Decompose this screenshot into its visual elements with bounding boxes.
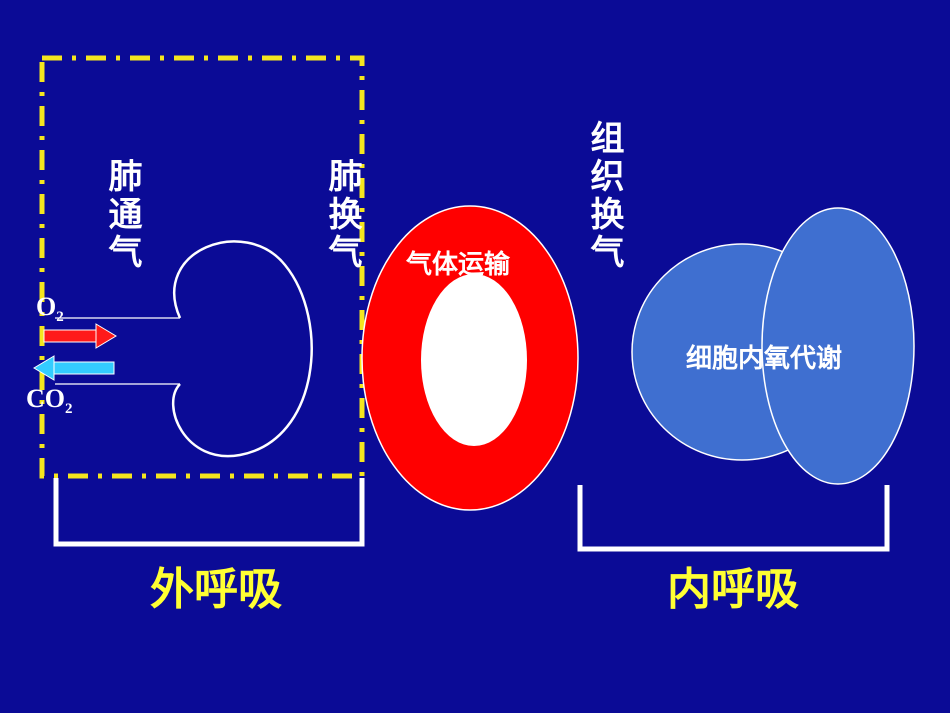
lung-alveolus <box>171 240 313 458</box>
tissue-exchange-label: 组织换气 <box>584 120 624 272</box>
o2-label-sub: 2 <box>56 309 64 326</box>
external-respiration-label: 外呼吸 <box>150 564 282 615</box>
o2-label-main: O <box>36 292 57 321</box>
cell-right <box>761 207 915 485</box>
o2-label: O2 <box>36 292 64 326</box>
co2-label-sub: 2 <box>65 401 73 418</box>
co2-label: CO2 <box>26 384 73 418</box>
gas-transport-label: 气体运输 <box>406 250 511 280</box>
co2-arrow <box>33 355 115 381</box>
internal-respiration-label: 内呼吸 <box>667 564 799 615</box>
co2-label-main: CO <box>26 384 65 413</box>
o2-arrow <box>43 323 117 349</box>
lung-exchange-label: 肺换气 <box>322 158 362 272</box>
external-respiration-bracket <box>53 478 365 547</box>
lung-ventilation-label: 肺通气 <box>102 158 142 272</box>
cell-metabolism-label: 细胞内氧代谢 <box>686 344 843 374</box>
external-respiration-box <box>39 55 365 479</box>
internal-respiration-bracket <box>577 485 890 552</box>
gas-transport-core <box>421 274 527 446</box>
